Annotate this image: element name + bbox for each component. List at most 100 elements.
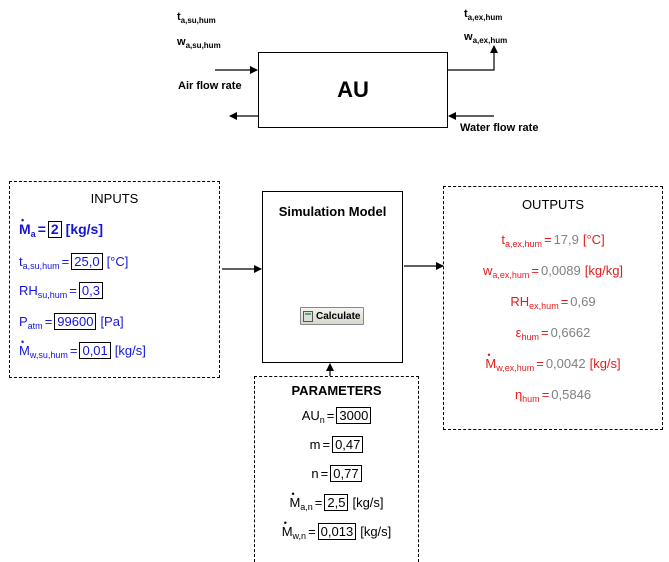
air-flow-label: Air flow rate — [178, 80, 242, 92]
symbol: M — [282, 514, 293, 541]
symbol: t — [19, 254, 23, 269]
symbol: M — [19, 333, 30, 360]
subscript: a,ex,hum — [504, 239, 542, 249]
symbol: P — [19, 314, 28, 329]
subscript: hum — [521, 332, 539, 342]
parameters-panel: PARAMETERS AUn=3000m=0,47n=0,77Ma,n=2,5[… — [254, 376, 419, 562]
subscript: su,hum — [37, 290, 68, 300]
input-row: RHsu,hum=0,3 — [19, 282, 103, 301]
parameter-row: Ma,n=2,5[kg/s] — [255, 485, 418, 513]
input-row: Ma=2[kg/s] — [19, 211, 104, 240]
input-row: ta,su,hum=25,0[°C] — [19, 253, 128, 272]
simulation-model-box: Simulation Model Calculate — [262, 191, 403, 363]
input-row: Mw,su,hum=0,01[kg/s] — [19, 333, 146, 361]
unit-label: [kg/s] — [65, 221, 104, 237]
value-field[interactable]: 0,013 — [317, 523, 357, 540]
output-row: Mw,ex,hum=0,0042[kg/s] — [444, 346, 662, 374]
symbol: η — [514, 387, 523, 402]
subscript: hum — [522, 394, 540, 404]
unit-label: [kg/s] — [360, 524, 392, 539]
unit-label: [kg/kg] — [584, 263, 624, 278]
value-text: 0,0089 — [540, 263, 581, 278]
calculate-button[interactable]: Calculate — [300, 307, 365, 325]
value-field[interactable]: 2,5 — [324, 494, 349, 511]
symbol: M — [289, 485, 300, 512]
unit-label: [°C] — [582, 232, 605, 247]
au-block: AU — [258, 52, 448, 128]
subscript: n — [319, 415, 325, 425]
symbol: m — [309, 437, 321, 452]
unit-label: [kg/s] — [589, 356, 621, 371]
equals-sign: = — [322, 437, 331, 452]
value-field[interactable]: 0,3 — [78, 282, 103, 299]
subscript: atm — [27, 321, 43, 331]
symbol: M — [19, 211, 31, 238]
equals-sign: = — [44, 314, 53, 329]
symbol: AU — [301, 408, 320, 423]
value-text: 0,69 — [570, 294, 596, 309]
symbol: RH — [19, 283, 38, 298]
parameter-row: AUn=3000 — [255, 407, 418, 426]
inputs-title: INPUTS — [90, 191, 139, 206]
output-row: ηhum=0,5846 — [444, 386, 662, 405]
equals-sign: = — [540, 325, 549, 340]
equals-sign: = — [531, 263, 539, 278]
value-field[interactable]: 2 — [47, 221, 62, 238]
value-field[interactable]: 3000 — [336, 407, 372, 424]
output-row: RHex,hum=0,69 — [444, 293, 662, 312]
value-field[interactable]: 99600 — [54, 313, 97, 330]
subscript: a,n — [300, 502, 313, 512]
calculate-button-label: Calculate — [316, 310, 361, 322]
value-text: 17,9 — [553, 232, 579, 247]
simulation-model-title: Simulation Model — [278, 204, 387, 219]
subscript: a,ex,hum — [492, 270, 530, 280]
output-row: ta,ex,hum=17,9[°C] — [444, 231, 662, 250]
subscript: w,su,hum — [29, 350, 68, 360]
value-text: 0,0042 — [545, 356, 586, 371]
equals-sign: = — [536, 356, 544, 371]
equals-sign: = — [560, 294, 569, 309]
value-field[interactable]: 25,0 — [71, 253, 103, 270]
t-su-label: ta,su,hum — [177, 11, 216, 25]
value-field[interactable]: 0,01 — [79, 342, 111, 359]
w-ex-label: wa,ex,hum — [464, 31, 508, 45]
symbol: t — [501, 232, 505, 247]
equals-sign: = — [320, 466, 329, 481]
value-field[interactable]: 0,77 — [330, 465, 362, 482]
t-ex-label: ta,ex,hum — [464, 8, 503, 22]
w-su-label: wa,su,hum — [177, 36, 221, 50]
calculator-icon — [303, 310, 313, 322]
symbol: w — [482, 263, 493, 278]
parameter-row: n=0,77 — [255, 465, 418, 483]
equals-sign: = — [69, 343, 78, 358]
au-block-label: AU — [337, 77, 369, 102]
unit-label: [°C] — [106, 254, 129, 269]
value-field[interactable]: 0,47 — [332, 436, 364, 453]
subscript: w,n — [292, 531, 307, 541]
subscript: a — [30, 229, 36, 239]
value-text: 0,6662 — [550, 325, 591, 340]
unit-label: [Pa] — [100, 314, 124, 329]
subscript: w,ex,hum — [496, 363, 535, 373]
outputs-title: OUTPUTS — [521, 197, 585, 212]
equals-sign: = — [326, 408, 335, 423]
subscript: ex,hum — [529, 301, 559, 311]
output-row: εhum=0,6662 — [444, 324, 662, 343]
equals-sign: = — [314, 495, 323, 510]
equals-sign: = — [37, 221, 46, 237]
symbol: n — [311, 466, 319, 481]
output-row: wa,ex,hum=0,0089[kg/kg] — [444, 262, 662, 281]
air-exhaust-arrow — [448, 45, 498, 71]
outputs-panel: OUTPUTS ta,ex,hum=17,9[°C]wa,ex,hum=0,00… — [443, 186, 663, 430]
parameters-title: PARAMETERS — [291, 383, 382, 398]
equals-sign: = — [308, 524, 316, 539]
unit-label: [kg/s] — [352, 495, 384, 510]
equals-sign: = — [61, 254, 70, 269]
equals-sign: = — [543, 232, 552, 247]
unit-label: [kg/s] — [114, 343, 146, 358]
equals-sign: = — [69, 283, 77, 298]
water-flow-label: Water flow rate — [460, 122, 539, 134]
subscript: a,su,hum — [22, 261, 60, 271]
input-row: Patm=99600[Pa] — [19, 313, 124, 332]
